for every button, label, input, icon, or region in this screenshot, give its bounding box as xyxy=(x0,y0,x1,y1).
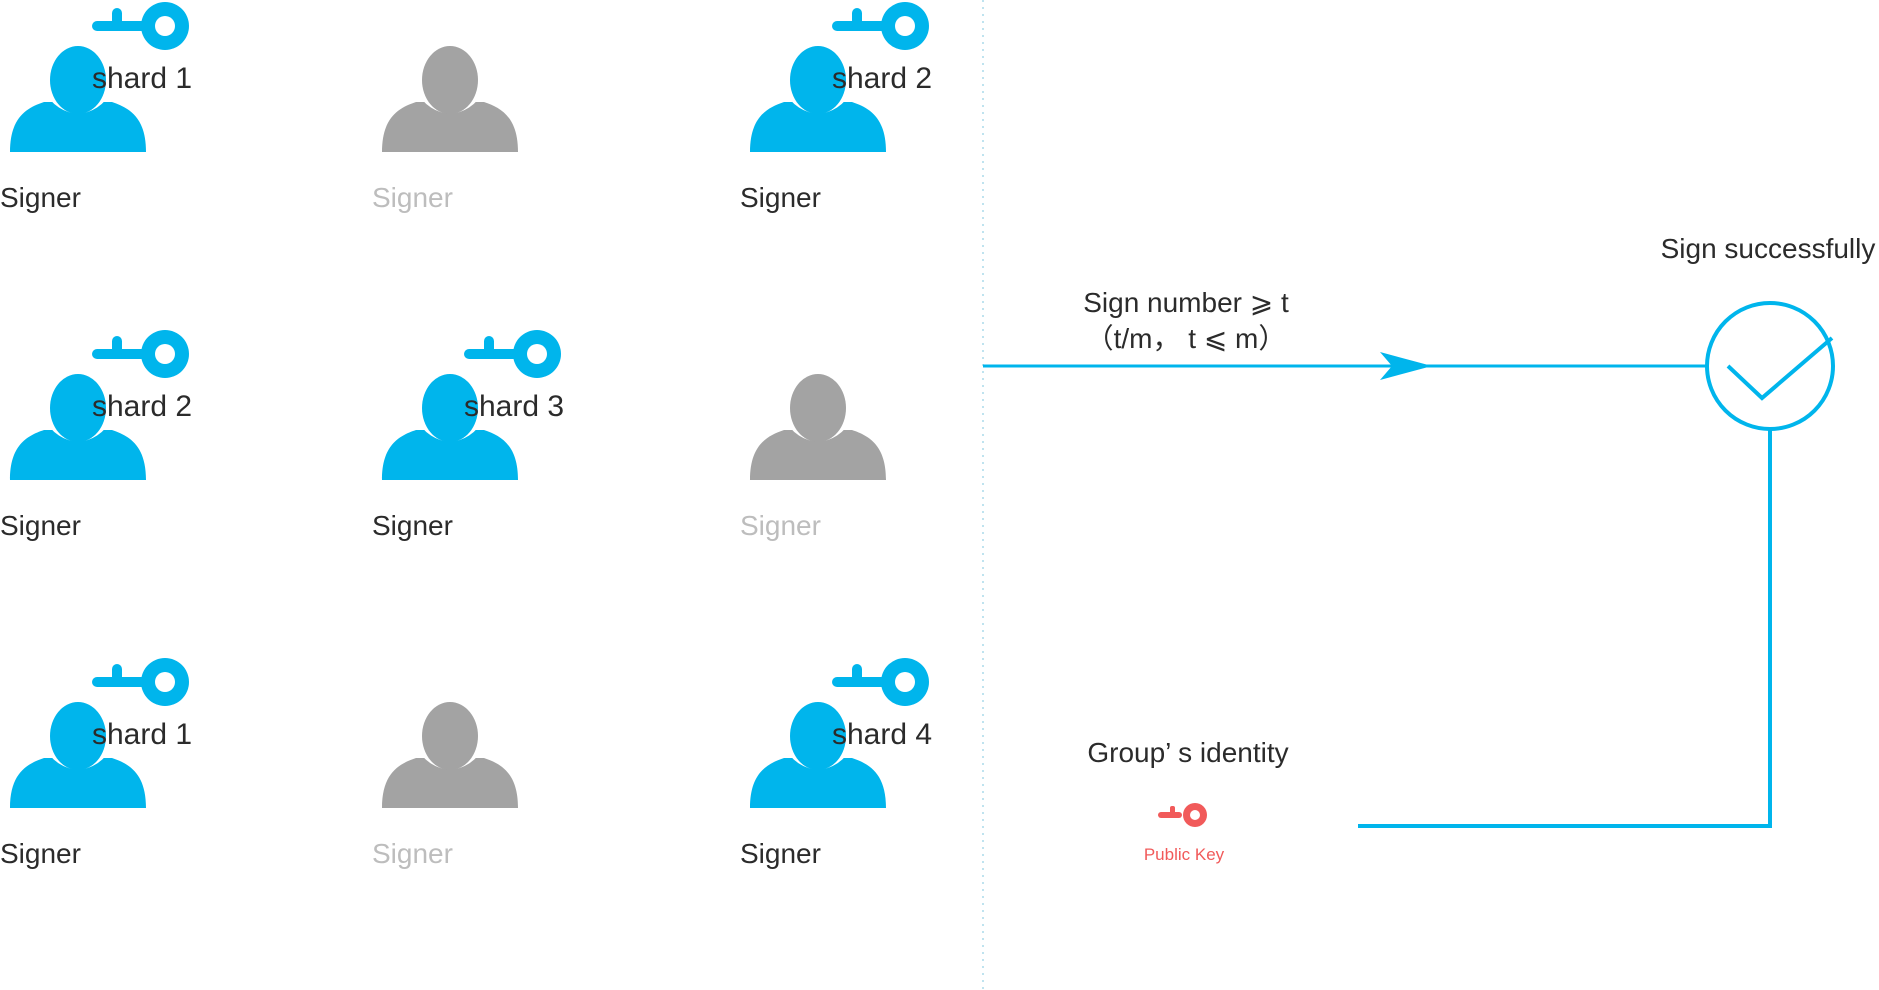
shard-label: shard 1 xyxy=(92,62,192,95)
group-identity-label: Group’ s identity xyxy=(1087,737,1288,768)
person-icon xyxy=(10,46,146,152)
signer-1: Signer shard 1 xyxy=(0,2,192,213)
signer-7: Signer shard 1 xyxy=(0,658,192,869)
arrow-head xyxy=(1380,352,1432,380)
person-icon xyxy=(382,702,518,808)
condition-text: Sign number ⩾ t xyxy=(1083,287,1289,318)
person-icon xyxy=(750,46,886,152)
check-circle-icon xyxy=(1705,301,1835,431)
key-icon xyxy=(92,658,189,706)
shard-label: shard 4 xyxy=(832,718,932,751)
key-icon xyxy=(92,330,189,378)
connector-line xyxy=(1358,429,1772,828)
signer-label: Signer xyxy=(372,510,453,541)
signer-4: Signer shard 2 xyxy=(0,330,192,541)
condition-subtext: （t/m， t ⩽ m） xyxy=(1086,323,1287,354)
signer-label: Signer xyxy=(0,510,81,541)
signer-label: Signer xyxy=(740,182,821,213)
shard-label: shard 1 xyxy=(92,718,192,751)
signer-label: Signer xyxy=(740,838,821,869)
public-key-icon xyxy=(1158,803,1207,827)
signer-3: Signer shard 2 xyxy=(740,2,932,213)
shard-label: shard 2 xyxy=(832,62,932,95)
person-icon xyxy=(10,374,146,480)
signer-9: Signer shard 4 xyxy=(740,658,932,869)
person-icon xyxy=(750,702,886,808)
signer-8: Signer xyxy=(372,702,518,869)
key-icon xyxy=(832,658,929,706)
signer-label: Signer xyxy=(0,182,81,213)
signer-label: Signer xyxy=(372,838,453,869)
signer-label: Signer xyxy=(372,182,453,213)
signer-label: Signer xyxy=(740,510,821,541)
signer-label: Signer xyxy=(0,838,81,869)
person-icon xyxy=(750,374,886,480)
public-key-label: Public Key xyxy=(1144,845,1225,864)
key-icon xyxy=(464,330,561,378)
key-icon xyxy=(92,2,189,50)
signer-5: Signer shard 3 xyxy=(372,330,564,541)
result-label: Sign successfully xyxy=(1661,233,1876,264)
signer-2: Signer xyxy=(372,46,518,213)
shard-label: shard 3 xyxy=(464,390,564,423)
signer-6: Signer xyxy=(740,374,886,541)
shard-label: shard 2 xyxy=(92,390,192,423)
flow-arrow xyxy=(983,352,1708,380)
person-icon xyxy=(382,46,518,152)
person-icon xyxy=(10,702,146,808)
key-icon xyxy=(832,2,929,50)
person-icon xyxy=(382,374,518,480)
